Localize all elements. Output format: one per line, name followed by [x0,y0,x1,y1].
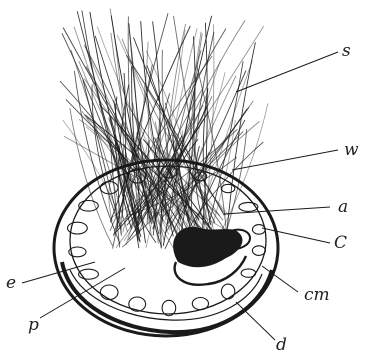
leader-e [22,262,95,283]
lobe [68,222,88,234]
label-d: d [276,335,287,355]
lobe [252,246,265,256]
embryo-outline [173,227,242,267]
label-e: e [6,273,16,293]
lobe [253,225,266,235]
label-s: s [342,41,351,61]
leader-d [236,302,275,340]
lobe [129,297,146,311]
label-c: C [334,233,347,253]
hair-strand [83,80,121,229]
lobe [241,269,256,277]
leader-a [224,207,330,214]
label-w: w [344,140,359,160]
lobe [221,284,234,299]
leader-s [236,52,338,92]
hair-strand [174,16,208,237]
hair-strand [62,33,139,232]
leader-w [232,150,338,170]
label-p: p [28,315,39,335]
hair-strand [192,61,253,241]
lobe [192,298,208,310]
embryo-body [173,227,250,285]
label-cm: cm [304,285,330,305]
lobe [100,285,118,300]
leader-c [262,228,330,243]
label-a: a [338,197,348,217]
